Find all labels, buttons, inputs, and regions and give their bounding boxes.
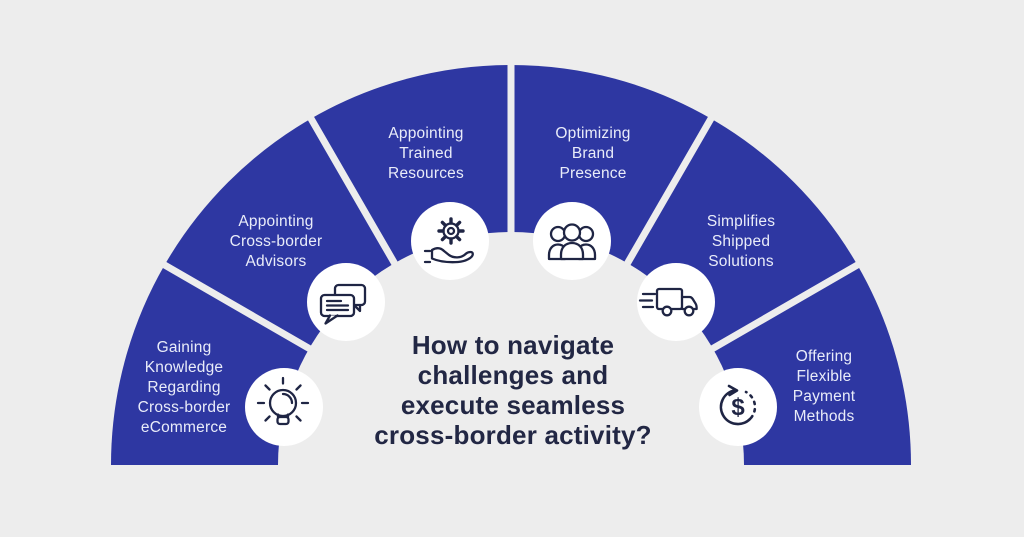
- center-person-body: [559, 241, 585, 261]
- back-bubble-tail: [352, 303, 362, 313]
- icon-circle: [699, 368, 777, 446]
- segment-label-trained-resources: Appointing Trained Resources: [388, 125, 464, 182]
- speed-lines: [638, 292, 657, 309]
- gear-hole: [446, 226, 456, 236]
- cycle-arc-solid: [719, 388, 752, 426]
- cycle-arc-dashed: [744, 390, 757, 420]
- lightbulb-icon: [256, 376, 310, 426]
- dollar-glyph: $: [731, 394, 745, 421]
- icon-circle: [637, 263, 715, 341]
- bubble-text-lines: [325, 299, 350, 312]
- cycle-arrowhead: [727, 384, 739, 397]
- bulb-rays: [256, 376, 310, 422]
- bulb-highlight: [281, 392, 294, 405]
- gear-teeth: [437, 217, 465, 245]
- hand-palm: [430, 247, 474, 264]
- segment-label-payment-methods: Offering Flexible Payment Methods: [792, 348, 856, 425]
- segment-label-gaining-knowledge: Gaining Knowledge Regarding Cross-border…: [137, 339, 231, 436]
- chat-bubbles-icon: [319, 283, 367, 325]
- segment-label-brand-presence: Optimizing Brand Presence: [555, 125, 631, 182]
- segment-label-shipped-solutions: Simplifies Shipped Solutions: [706, 213, 776, 270]
- people-group-icon: [547, 223, 597, 261]
- truck-wheel: [661, 305, 673, 317]
- gear-hand-icon: [423, 217, 474, 264]
- truck-wheel: [683, 305, 695, 317]
- segment-label-crossborder-advisors: Appointing Cross-border Advisors: [229, 213, 323, 270]
- hand-cuff: [423, 249, 432, 264]
- icon-circle: [245, 368, 323, 446]
- truck-cab: [680, 295, 698, 311]
- front-bubble-tail: [324, 314, 339, 325]
- center-person-head: [562, 223, 582, 242]
- bulb-base: [276, 415, 290, 426]
- inner-hub: [278, 232, 744, 537]
- dollar-refresh-icon: $: [719, 384, 757, 426]
- delivery-truck-icon: [638, 287, 698, 317]
- center-question: How to navigate challenges and execute s…: [374, 330, 652, 450]
- gear: [437, 217, 465, 245]
